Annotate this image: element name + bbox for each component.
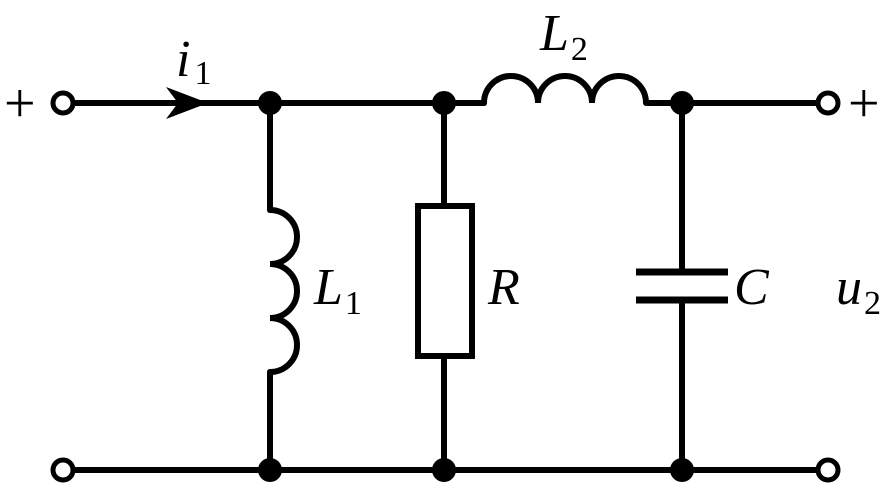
l1-label: L1 [313,259,362,322]
terminal-input-top [50,90,76,116]
junction-node-top-r [432,91,456,115]
output-voltage-symbol: u [836,259,862,316]
junction-node-top-c [670,91,694,115]
l2-symbol: L [539,5,569,62]
resistor-r [415,203,475,359]
l2-label: L2 [539,5,588,68]
inductor-l2 [481,73,649,106]
current-subscript: 1 [194,55,211,92]
junction-node-bottom-r [432,458,456,482]
current-symbol: i [176,31,190,88]
output-voltage-subscript: 2 [864,285,881,322]
c-label: C [734,259,770,316]
junction-node-bottom-l1 [258,458,282,482]
current-arrow-icon [166,87,208,119]
terminal-output-top [815,90,841,116]
terminal-output-bottom [815,457,841,483]
l1-subscript: 1 [345,285,362,322]
input-plus-sign: + [4,73,36,135]
output-plus-sign: + [848,73,880,135]
r-label: R [487,259,520,316]
l1-symbol: L [313,259,343,316]
junction-node-bottom-c [670,458,694,482]
terminal-input-bottom [50,457,76,483]
junction-node-top-l1 [258,91,282,115]
l2-subscript: 2 [571,31,588,68]
output-voltage-label: u2 [836,259,881,322]
inductor-l1 [267,207,300,375]
